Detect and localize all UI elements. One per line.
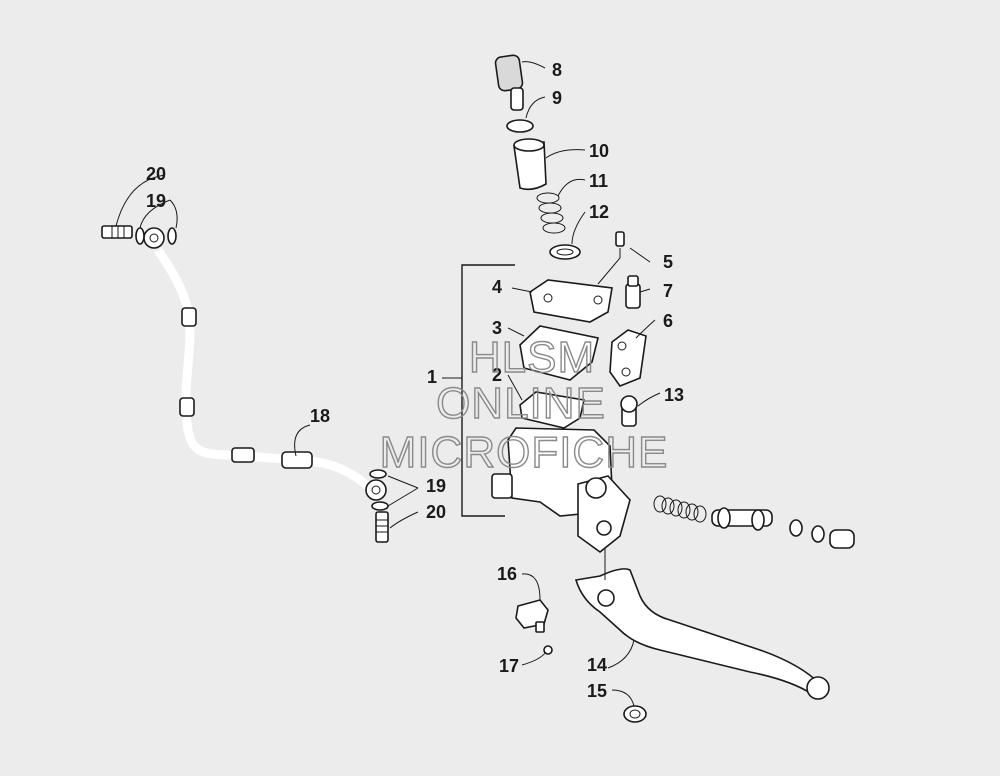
- callout-11: 11: [589, 171, 608, 191]
- master-cylinder: [461, 264, 631, 554]
- hose-sleeve: [281, 451, 313, 469]
- piston-spring: [653, 495, 707, 523]
- seal: [549, 244, 581, 260]
- hose-sleeve: [231, 447, 255, 463]
- hose-sleeve: [179, 397, 195, 417]
- diaphragm: [519, 325, 599, 381]
- callout-12: 12: [589, 202, 609, 222]
- callout-16: 16: [497, 564, 517, 584]
- plunger-cap: [494, 54, 524, 92]
- watermark: HLSM ONLINE MICROFICHE: [379, 332, 669, 477]
- callout-19-bottom: 19: [426, 476, 446, 496]
- banjo-fitting-bottom: [365, 479, 387, 501]
- callout-20-bottom: 20: [426, 502, 446, 522]
- callout-5: 5: [663, 252, 673, 272]
- callout-17: 17: [499, 656, 519, 676]
- watermark-line-1: HLSM: [469, 333, 595, 382]
- reservoir-stack: [494, 54, 581, 260]
- callout-14: 14: [587, 655, 607, 675]
- callout-18: 18: [310, 406, 330, 426]
- banjo-fitting-top: [143, 227, 165, 249]
- clamp: [609, 329, 647, 387]
- washer: [369, 469, 387, 479]
- washer: [167, 227, 177, 245]
- washer: [135, 227, 145, 245]
- callout-4: 4: [492, 277, 502, 297]
- lever-body: [574, 568, 822, 696]
- callout-6: 6: [663, 311, 673, 331]
- washer: [371, 501, 389, 511]
- callout-13: 13: [664, 385, 684, 405]
- outlet-port: [491, 473, 513, 499]
- brake-lever: [574, 548, 830, 700]
- callout-2: 2: [492, 365, 502, 385]
- dust-boot: [829, 529, 855, 549]
- hose-sleeve: [181, 307, 197, 327]
- cover-screw: [615, 231, 625, 247]
- callout-8: 8: [552, 60, 562, 80]
- o-ring: [506, 119, 534, 133]
- reservoir-cover: [529, 279, 613, 323]
- callouts: 1 2 3 4 5 6 7 8 9 10 11 12 13 14 15 16 1…: [146, 60, 684, 701]
- brake-hose: [101, 225, 389, 543]
- callout-9: 9: [552, 88, 562, 108]
- fasteners: [597, 231, 647, 427]
- leader-lines: [115, 61, 661, 707]
- spring: [536, 192, 566, 234]
- watermark-line-2: ONLINE: [436, 379, 606, 428]
- plunger-stem: [510, 87, 524, 111]
- callout-20-top: 20: [146, 164, 166, 184]
- piston-washer: [789, 519, 803, 537]
- banjo-bolt-top: [101, 225, 133, 239]
- banjo-bolt-bottom: [375, 511, 389, 543]
- piston-assembly: [653, 495, 855, 549]
- callout-19-top: 19: [146, 191, 166, 211]
- diaphragm-plate: [519, 391, 585, 429]
- brake-switch: [515, 599, 553, 655]
- callout-1: 1: [427, 367, 437, 387]
- callout-7: 7: [663, 281, 673, 301]
- watermark-line-3: MICROFICHE: [380, 428, 669, 477]
- callout-15: 15: [587, 681, 607, 701]
- pivot-nut: [623, 705, 647, 723]
- piston-cup: [513, 141, 547, 191]
- callout-10: 10: [589, 141, 609, 161]
- callout-3: 3: [492, 318, 502, 338]
- circlip: [811, 525, 825, 543]
- clamp-bolt: [625, 283, 641, 309]
